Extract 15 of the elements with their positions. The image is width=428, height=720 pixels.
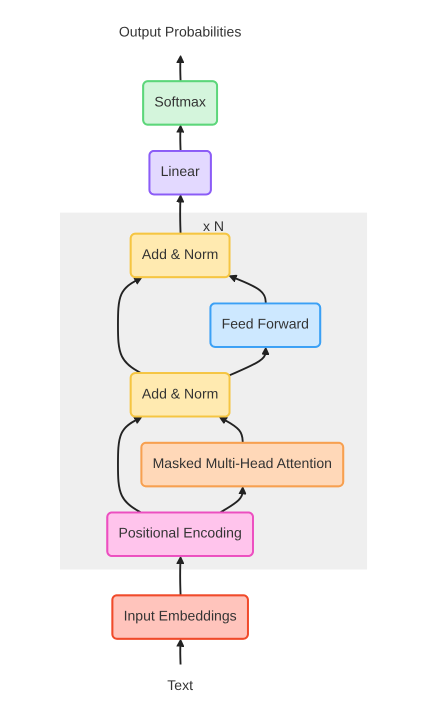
arrow [176, 556, 185, 596]
node-text: Output Probabilities [119, 24, 242, 40]
arrow [229, 274, 268, 304]
arrow [219, 486, 248, 514]
arrow [117, 277, 143, 374]
node-label: x N [203, 218, 225, 235]
arrow [176, 124, 185, 152]
arrow [229, 347, 270, 376]
arrow [219, 416, 244, 444]
arrow [176, 194, 185, 234]
node-text: Text [168, 678, 194, 694]
arrow [176, 55, 185, 82]
cluster [60, 212, 368, 570]
arrow [176, 638, 185, 666]
arrow [117, 416, 143, 514]
